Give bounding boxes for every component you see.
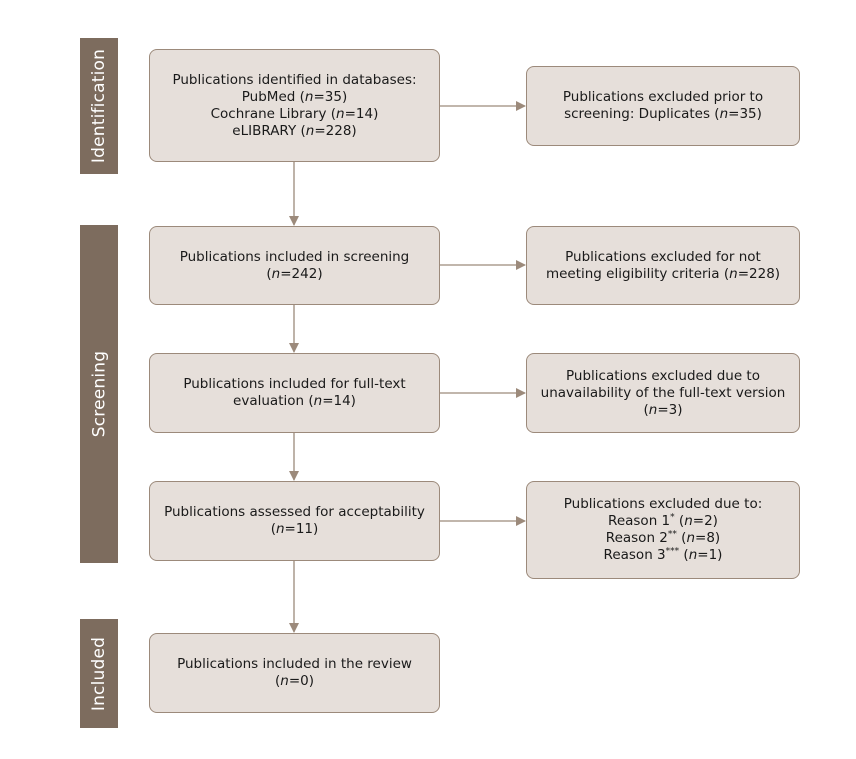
assessed-line-1: Publications assessed for acceptability (164, 504, 425, 520)
assessed-line-2: (n=11) (270, 521, 319, 537)
identified-elibrary: eLIBRARY (n=228) (232, 122, 357, 139)
phase-identification: Identification (80, 38, 118, 174)
eligibility-line-1: Publications excluded for not (565, 248, 761, 265)
box-excluded-reasons: Publications excluded due to: Reason 1* … (526, 481, 800, 579)
phase-identification-label: Identification (89, 48, 110, 164)
phase-included-label: Included (89, 636, 109, 711)
box-excluded-duplicates: Publications excluded prior to screening… (526, 66, 800, 146)
reason-1: Reason 1* (n=2) (608, 512, 718, 529)
duplicates-line-1: Publications excluded prior to (562, 89, 764, 105)
phase-screening-label: Screening (89, 350, 110, 438)
identified-title: Publications identified in databases: (172, 71, 417, 88)
box-assessed: Publications assessed for acceptability … (149, 481, 440, 561)
unavailable-line-1: Publications excluded due to (566, 367, 760, 384)
reasons-line-1: Publications excluded due to: (563, 496, 763, 512)
box-identified: Publications identified in databases: Pu… (149, 49, 440, 162)
screening-line-1: Publications included in screening (179, 248, 410, 265)
screening-line-2: (n=242) (266, 265, 323, 282)
duplicates-line-2: screening: Duplicates (n=35) (564, 106, 762, 122)
eligibility-line-2: meeting eligibility criteria (n=228) (545, 265, 781, 282)
box-fulltext: Publications included for full-text eval… (149, 353, 440, 433)
reason-2: Reason 2** (n=8) (605, 529, 721, 546)
phase-included: Included (80, 619, 118, 728)
box-included-review: Publications included in the review (n=0… (149, 633, 440, 713)
included-line-1: Publications included in the review (177, 656, 412, 672)
box-excluded-eligibility: Publications excluded for not meeting el… (526, 226, 800, 305)
identified-cochrane: Cochrane Library (n=14) (210, 105, 379, 122)
box-excluded-unavailable: Publications excluded due to unavailabil… (526, 353, 800, 433)
fulltext-line-2: evaluation (n=14) (233, 393, 356, 409)
unavailable-line-2: unavailability of the full-text version (540, 384, 786, 401)
unavailable-line-3: (n=3) (643, 401, 683, 418)
fulltext-line-1: Publications included for full-text (183, 376, 406, 392)
included-line-2: (n=0) (274, 673, 314, 689)
phase-screening: Screening (80, 225, 118, 563)
reason-3: Reason 3*** (n=1) (603, 546, 723, 563)
identified-pubmed: PubMed (n=35) (241, 88, 348, 105)
box-screening: Publications included in screening (n=24… (149, 226, 440, 305)
